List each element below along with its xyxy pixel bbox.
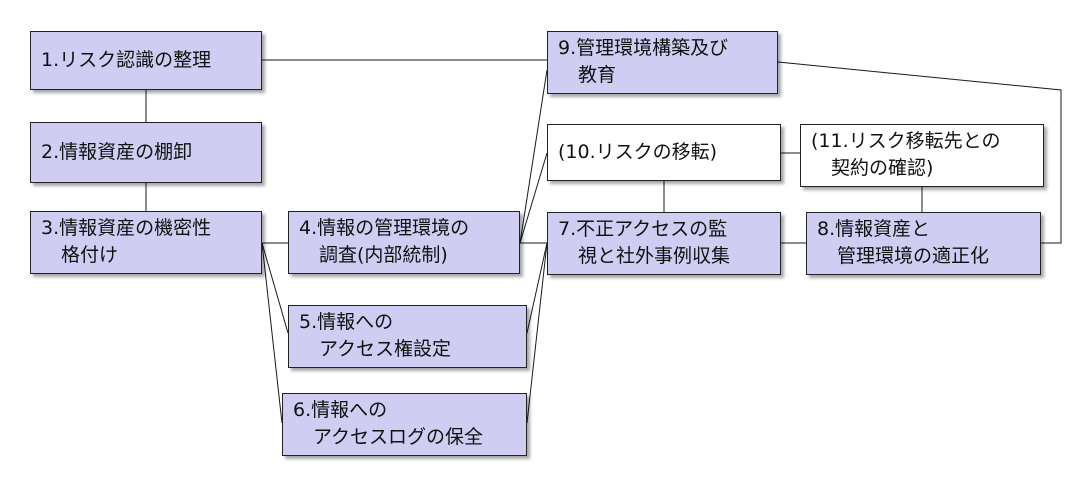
- node-9-line-1: 9.管理環境構築及び: [558, 37, 729, 59]
- node-6-access-log-preservation: 6.情報への アクセスログの保全: [282, 393, 527, 456]
- connector-4-9: [519, 69, 548, 244]
- connector-3-5: [261, 242, 289, 334]
- node-5-line-1: 5.情報への: [299, 311, 394, 333]
- node-7-line-1: 7.不正アクセスの監: [558, 218, 728, 240]
- node-11-transferee-contract: (11.リスク移転先との 契約の確認): [800, 124, 1044, 187]
- node-1-label: 1.リスク認識の整理: [41, 49, 212, 71]
- node-2-label: 2.情報資産の棚卸: [41, 141, 193, 163]
- node-4-line-2: 調査(内部統制): [319, 244, 448, 266]
- node-3-confidentiality-rating: 3.情報資産の機密性 格付け: [30, 211, 262, 274]
- node-6-line-2: アクセスログの保全: [313, 426, 484, 448]
- connector-4-10: [519, 152, 548, 244]
- node-5-access-rights: 5.情報への アクセス権設定: [288, 305, 527, 368]
- node-5-line-2: アクセス権設定: [319, 338, 452, 360]
- node-9-line-2: 教育: [578, 64, 617, 86]
- node-10-label: (10.リスクの移転): [558, 141, 718, 163]
- node-11-line-2: 契約の確認): [831, 157, 934, 179]
- node-3-line-2: 格付け: [61, 244, 119, 266]
- node-2-asset-inventory: 2.情報資産の棚卸: [30, 122, 262, 183]
- node-7-unauthorized-access-monitoring: 7.不正アクセスの監 視と社外事例収集: [547, 212, 781, 275]
- node-8-line-1: 8.情報資産と: [817, 218, 931, 240]
- node-8-line-2: 管理環境の適正化: [837, 245, 990, 267]
- connector-3-6: [261, 242, 283, 424]
- connector-6-7: [526, 242, 548, 424]
- connector-5-7: [526, 242, 548, 334]
- node-3-line-1: 3.情報資産の機密性: [41, 217, 212, 239]
- node-11-line-1: (11.リスク移転先との: [811, 130, 1001, 152]
- node-4-environment-survey: 4.情報の管理環境の 調査(内部統制): [288, 211, 520, 274]
- connector-8-9: [777, 61, 1062, 244]
- node-1-risk-recognition: 1.リスク認識の整理: [30, 31, 262, 90]
- node-4-line-1: 4.情報の管理環境の: [299, 217, 470, 239]
- node-9-environment-education: 9.管理環境構築及び 教育: [547, 31, 778, 94]
- node-7-line-2: 視と社外事例収集: [578, 245, 731, 267]
- node-6-line-1: 6.情報への: [293, 399, 388, 421]
- node-8-asset-optimization: 8.情報資産と 管理環境の適正化: [806, 212, 1041, 275]
- node-10-risk-transfer: (10.リスクの移転): [547, 124, 781, 181]
